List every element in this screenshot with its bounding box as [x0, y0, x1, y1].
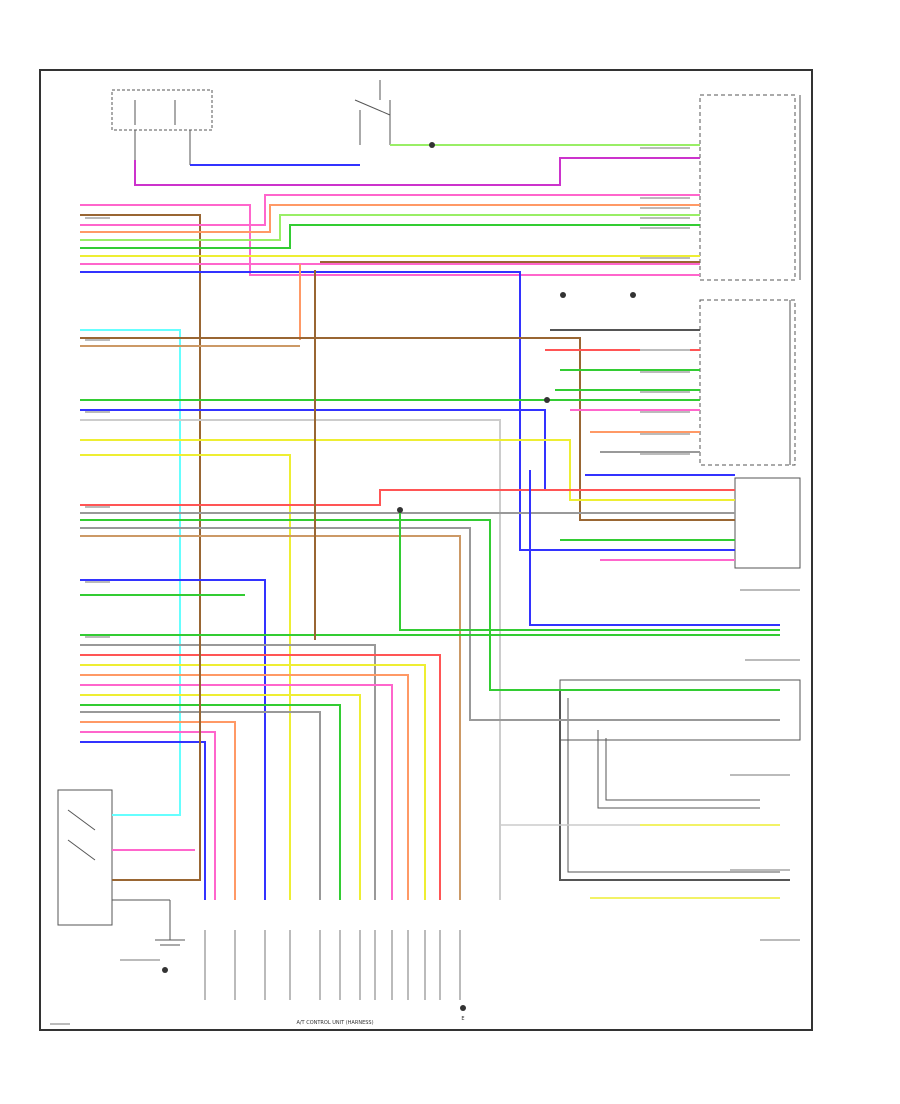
diagram-frame: [39, 69, 813, 1031]
page-ref: E: [461, 1016, 464, 1022]
relay-component: [111, 89, 213, 165]
junction-dots: [162, 142, 636, 1011]
wire-bundle-lower: [80, 470, 780, 900]
wire-bundle-bottom: [80, 270, 780, 900]
footer-label: A/T CONTROL UNIT (HARNESS): [296, 1020, 373, 1026]
switch-component: [354, 80, 391, 145]
wire-bundle-top: [80, 144, 735, 640]
right-connector-1: [699, 94, 801, 569]
wire-bundle-right: [500, 824, 780, 899]
bottom-left-switch: [57, 789, 185, 946]
right-connector-2: [559, 679, 801, 881]
bottom-pin-ticks: [204, 930, 461, 1000]
wire-bundle-mid: [80, 329, 735, 900]
label-placeholders: [50, 147, 800, 1025]
